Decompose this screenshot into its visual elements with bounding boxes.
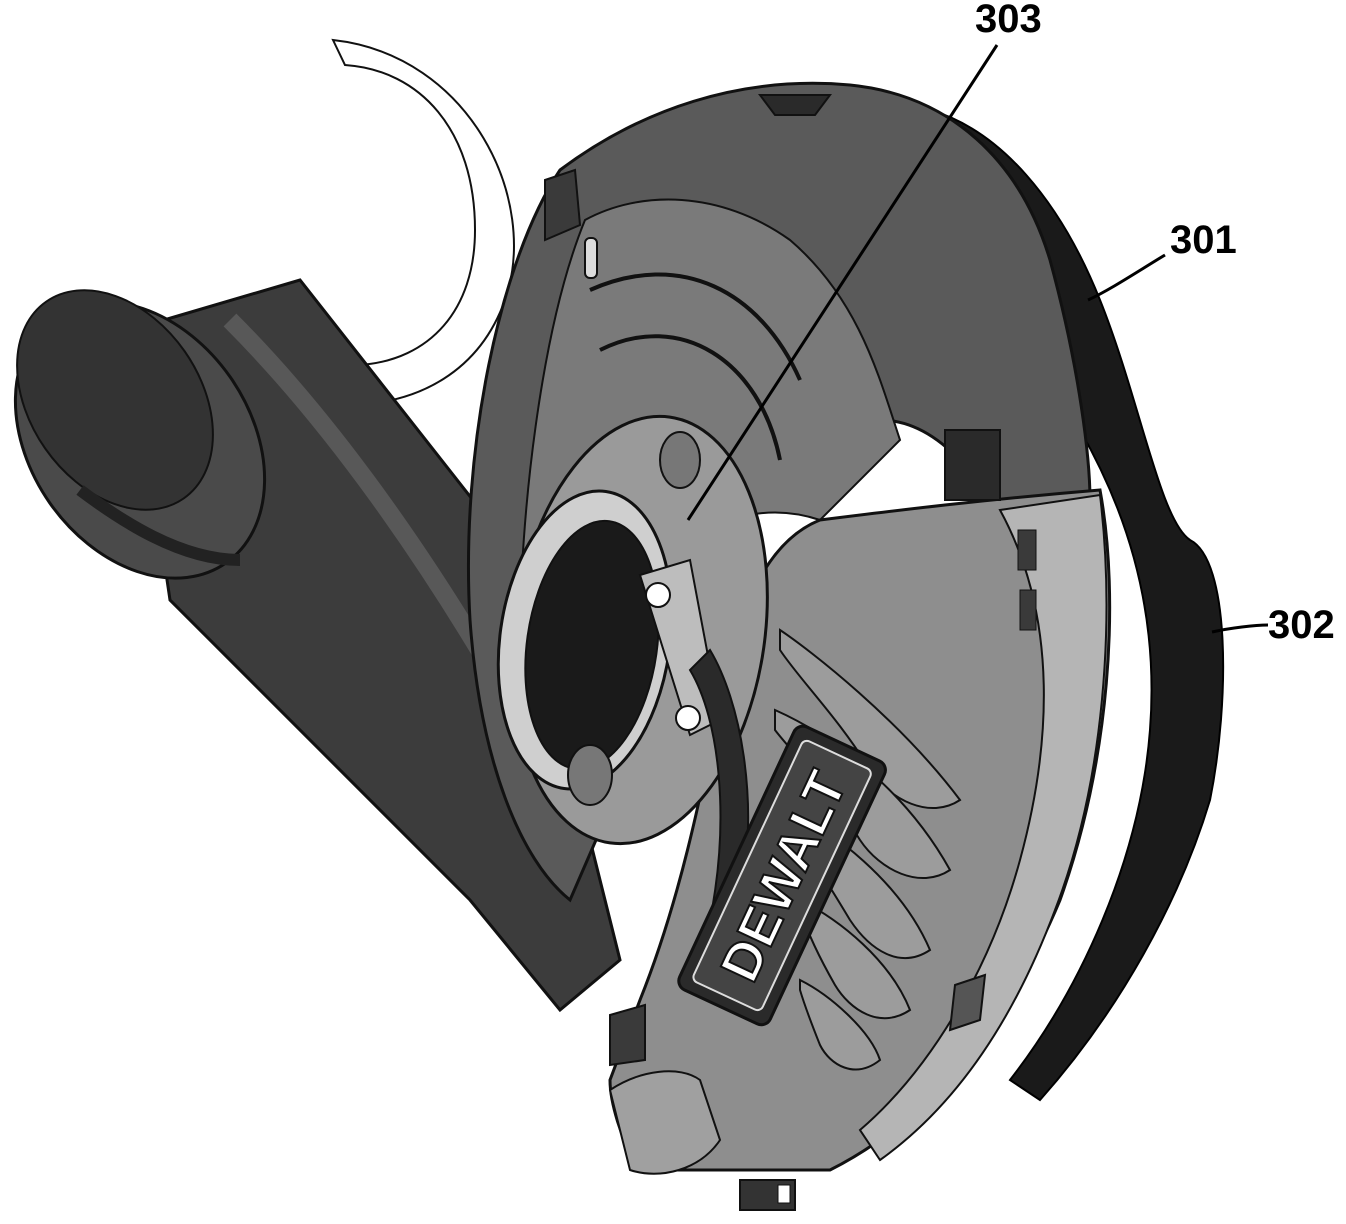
leader-302: [1211, 623, 1269, 634]
upper-window: [944, 429, 1001, 501]
label-302: 302: [1268, 603, 1335, 647]
lower-tab: [948, 973, 987, 1032]
clamp-lever: [638, 558, 750, 923]
face-rib: [589, 272, 802, 381]
top-tab: [758, 94, 832, 116]
label-303: 303: [975, 0, 1042, 41]
rim-slot: [1017, 529, 1037, 571]
lower-clip: [609, 1003, 646, 1067]
front-foot: [608, 1070, 722, 1175]
spindle-collar: [496, 414, 769, 846]
detached-arc-piece: [331, 38, 515, 407]
face-rib: [599, 334, 782, 461]
side-clip: [544, 168, 582, 242]
cover-rim: [858, 493, 1108, 1162]
rim-slot: [1019, 589, 1037, 631]
leader-301: [1087, 253, 1166, 302]
face-slot: [584, 237, 598, 279]
leader-303: [686, 44, 999, 521]
vacuum-port: [13, 278, 622, 1013]
label-301: 301: [1170, 218, 1237, 262]
bottom-tab-window: [777, 1184, 791, 1204]
